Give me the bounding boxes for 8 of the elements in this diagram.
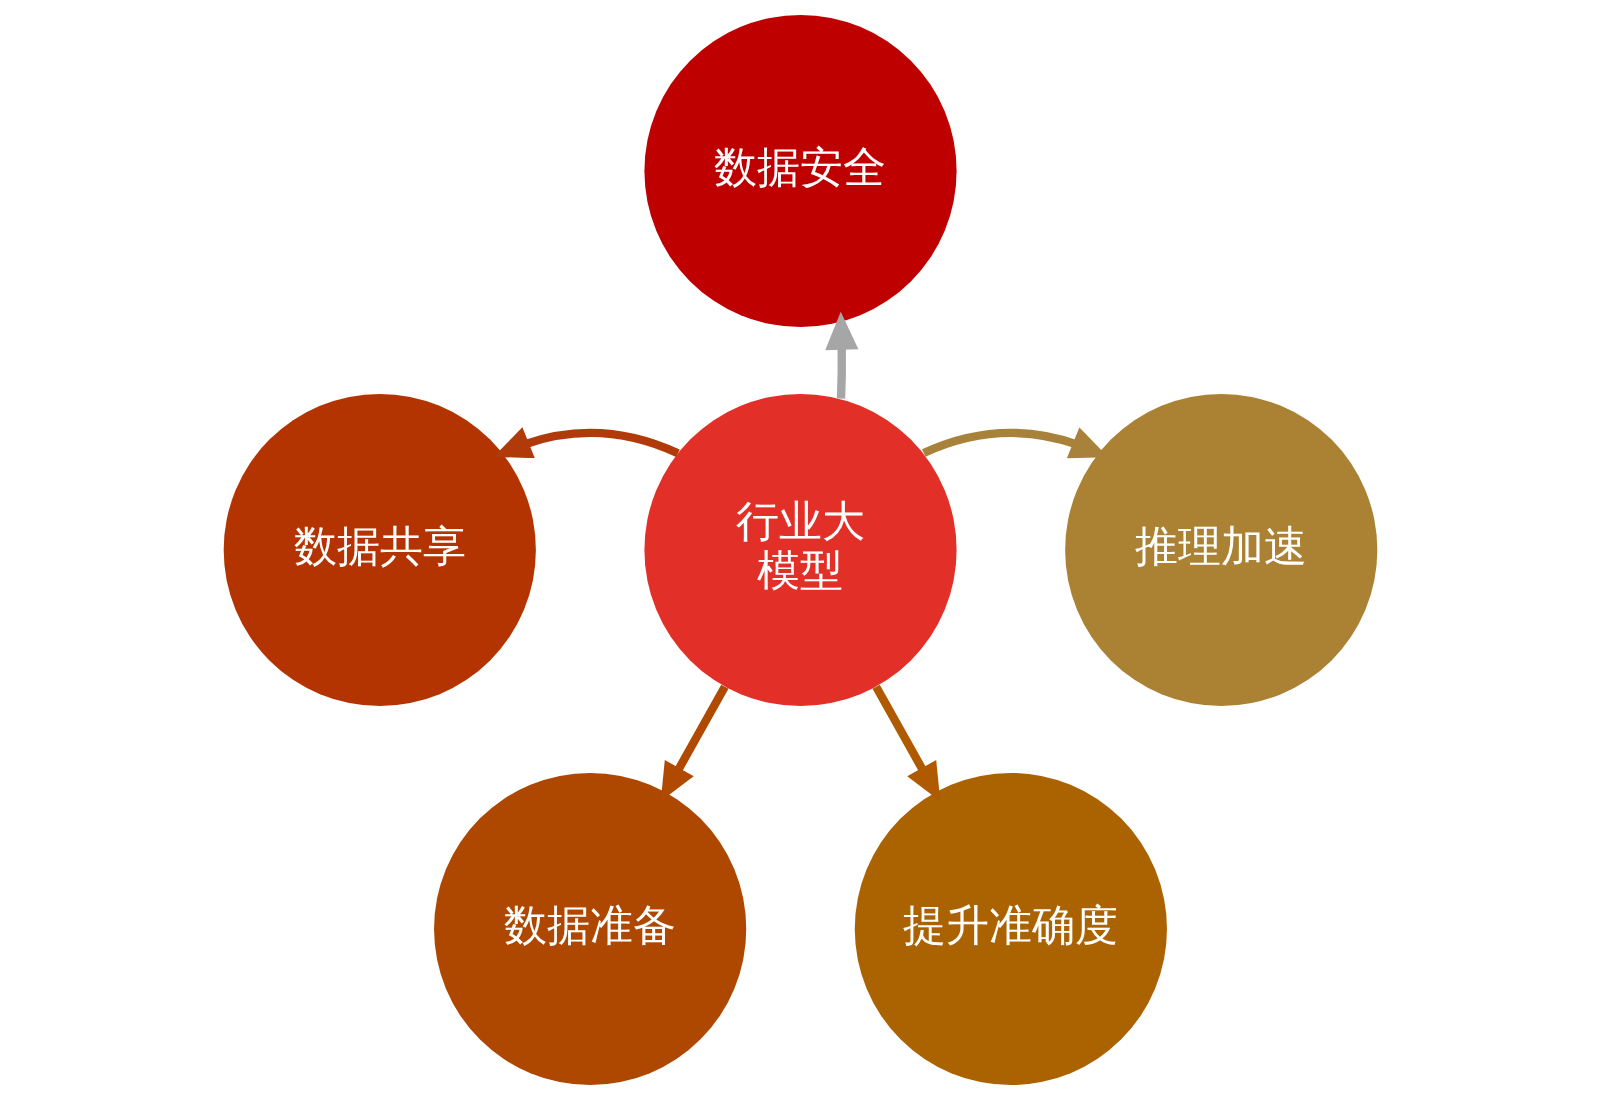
node-circle: 数据安全	[643, 14, 957, 328]
arrow	[921, 427, 1108, 459]
node-circle: 行业大模型	[643, 393, 957, 707]
node-circle: 数据准备	[433, 772, 746, 1086]
arrow	[824, 311, 858, 399]
node-circle: 提升准确度	[854, 772, 1167, 1086]
arrow	[492, 427, 680, 459]
arrow	[872, 684, 940, 802]
